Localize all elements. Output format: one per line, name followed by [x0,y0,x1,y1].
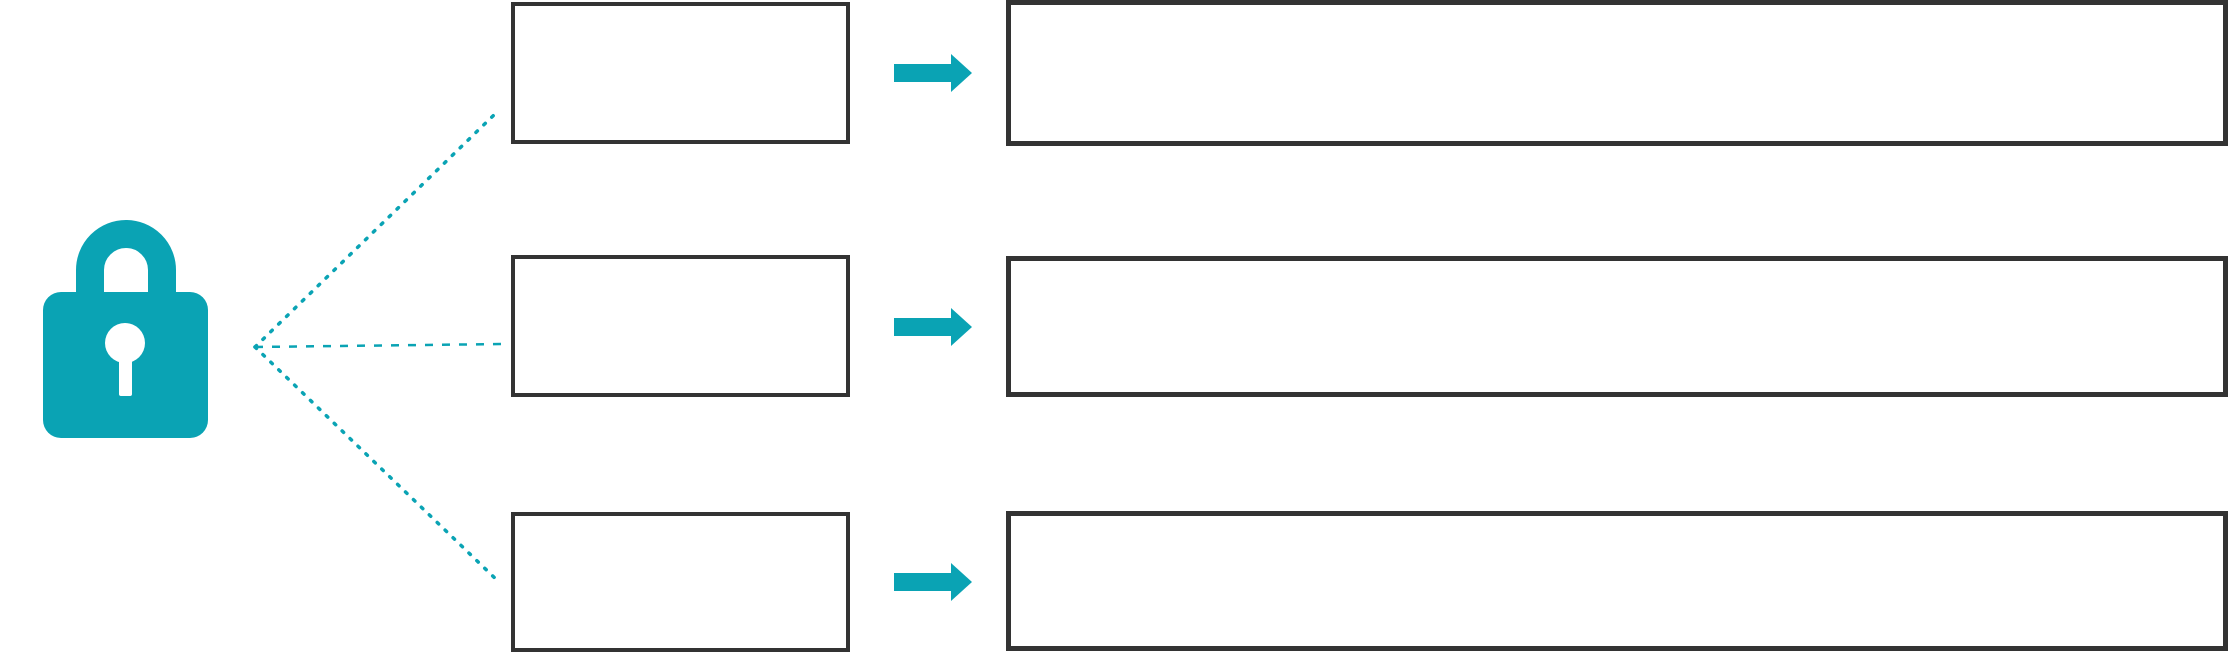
arrow-head [951,308,972,346]
lock-keyhole-circle [105,323,145,363]
description-box [1006,256,2228,397]
lock-shackle [76,220,176,317]
lock-keyhole-stem [119,353,132,396]
arrow-right-icon [894,54,972,92]
description-box [1006,0,2228,146]
arrow-shaft [894,318,951,336]
description-box [1006,511,2228,651]
term-box [511,512,850,652]
arrow-head [951,54,972,92]
term-box [511,2,850,144]
dotted-connector-line-top [253,110,499,349]
term-box [511,255,850,397]
arrow-head [951,563,972,601]
arrow-shaft [894,573,951,591]
arrow-shaft [894,64,951,82]
arrow-right-icon [894,308,972,346]
dashed-connector-line-middle [254,342,506,349]
arrow-right-icon [894,563,972,601]
lock-icon [43,220,208,438]
dotted-connector-line-bottom [253,345,502,585]
